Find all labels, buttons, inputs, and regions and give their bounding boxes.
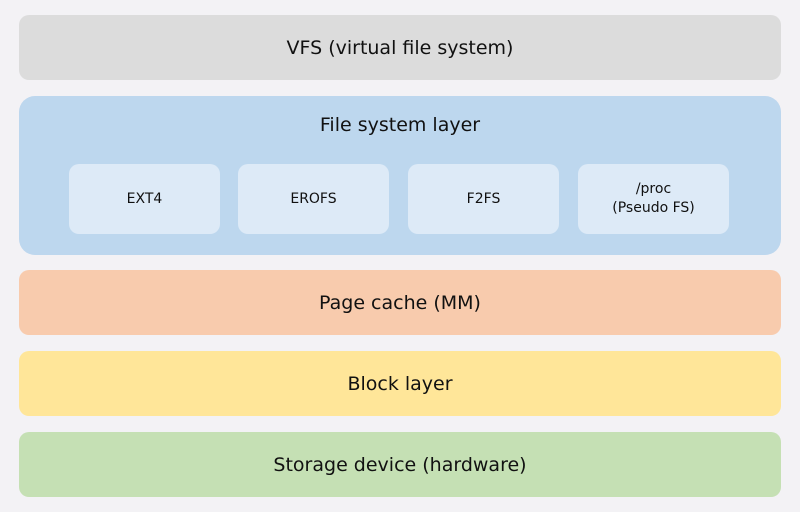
fs-item-proc: /proc (Pseudo FS) <box>578 164 729 234</box>
page-cache-layer-label: Page cache (MM) <box>319 291 481 314</box>
fs-item-label: EROFS <box>290 190 337 207</box>
block-layer: Block layer <box>19 351 781 416</box>
vfs-layer-label: VFS (virtual file system) <box>286 36 514 59</box>
fs-item-label: EXT4 <box>126 190 163 207</box>
fs-item-ext4: EXT4 <box>69 164 220 234</box>
file-system-layer-title: File system layer <box>319 114 481 136</box>
storage-device-layer: Storage device (hardware) <box>19 432 781 497</box>
fs-item-f2fs: F2FS <box>408 164 559 234</box>
storage-device-layer-label: Storage device (hardware) <box>273 453 527 476</box>
fs-item-erofs: EROFS <box>238 164 389 234</box>
fs-item-label: /proc (Pseudo FS) <box>612 181 695 216</box>
fs-item-label: F2FS <box>466 190 501 207</box>
page-cache-layer: Page cache (MM) <box>19 270 781 335</box>
vfs-layer: VFS (virtual file system) <box>19 15 781 80</box>
file-system-layer: File system layer EXT4 EROFS F2FS /proc … <box>19 96 781 255</box>
block-layer-label: Block layer <box>347 372 453 395</box>
